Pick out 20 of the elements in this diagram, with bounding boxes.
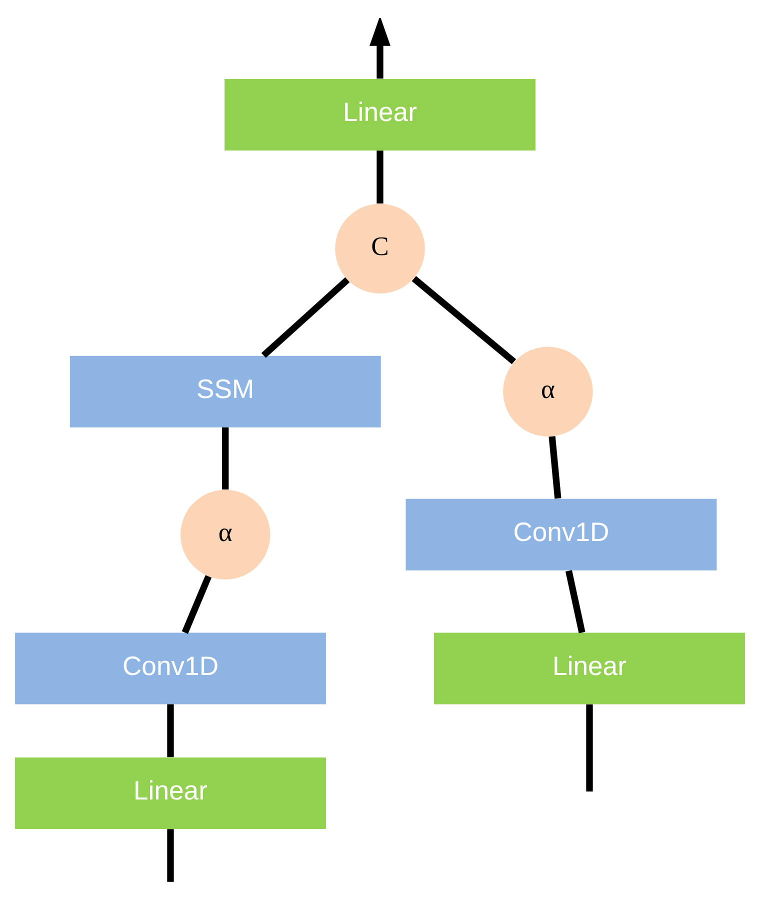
node-circle: α [180,489,270,580]
node-box: Conv1D [15,632,326,704]
node-box: SSM [70,355,381,427]
connector [565,570,586,633]
node-box: Linear [434,632,745,704]
node-box: Conv1D [406,498,717,570]
arrow [370,18,390,78]
connector [222,426,229,490]
node-circle: C [335,203,425,294]
connector [548,436,562,498]
connector [376,150,384,204]
connector [586,704,593,791]
connector [182,574,212,634]
connector [167,828,174,882]
node-box: Linear [224,78,536,150]
connector [412,275,516,364]
node-circle: α [503,346,593,436]
connector [167,704,174,757]
node-box: Linear [15,756,326,828]
connector [261,276,350,358]
